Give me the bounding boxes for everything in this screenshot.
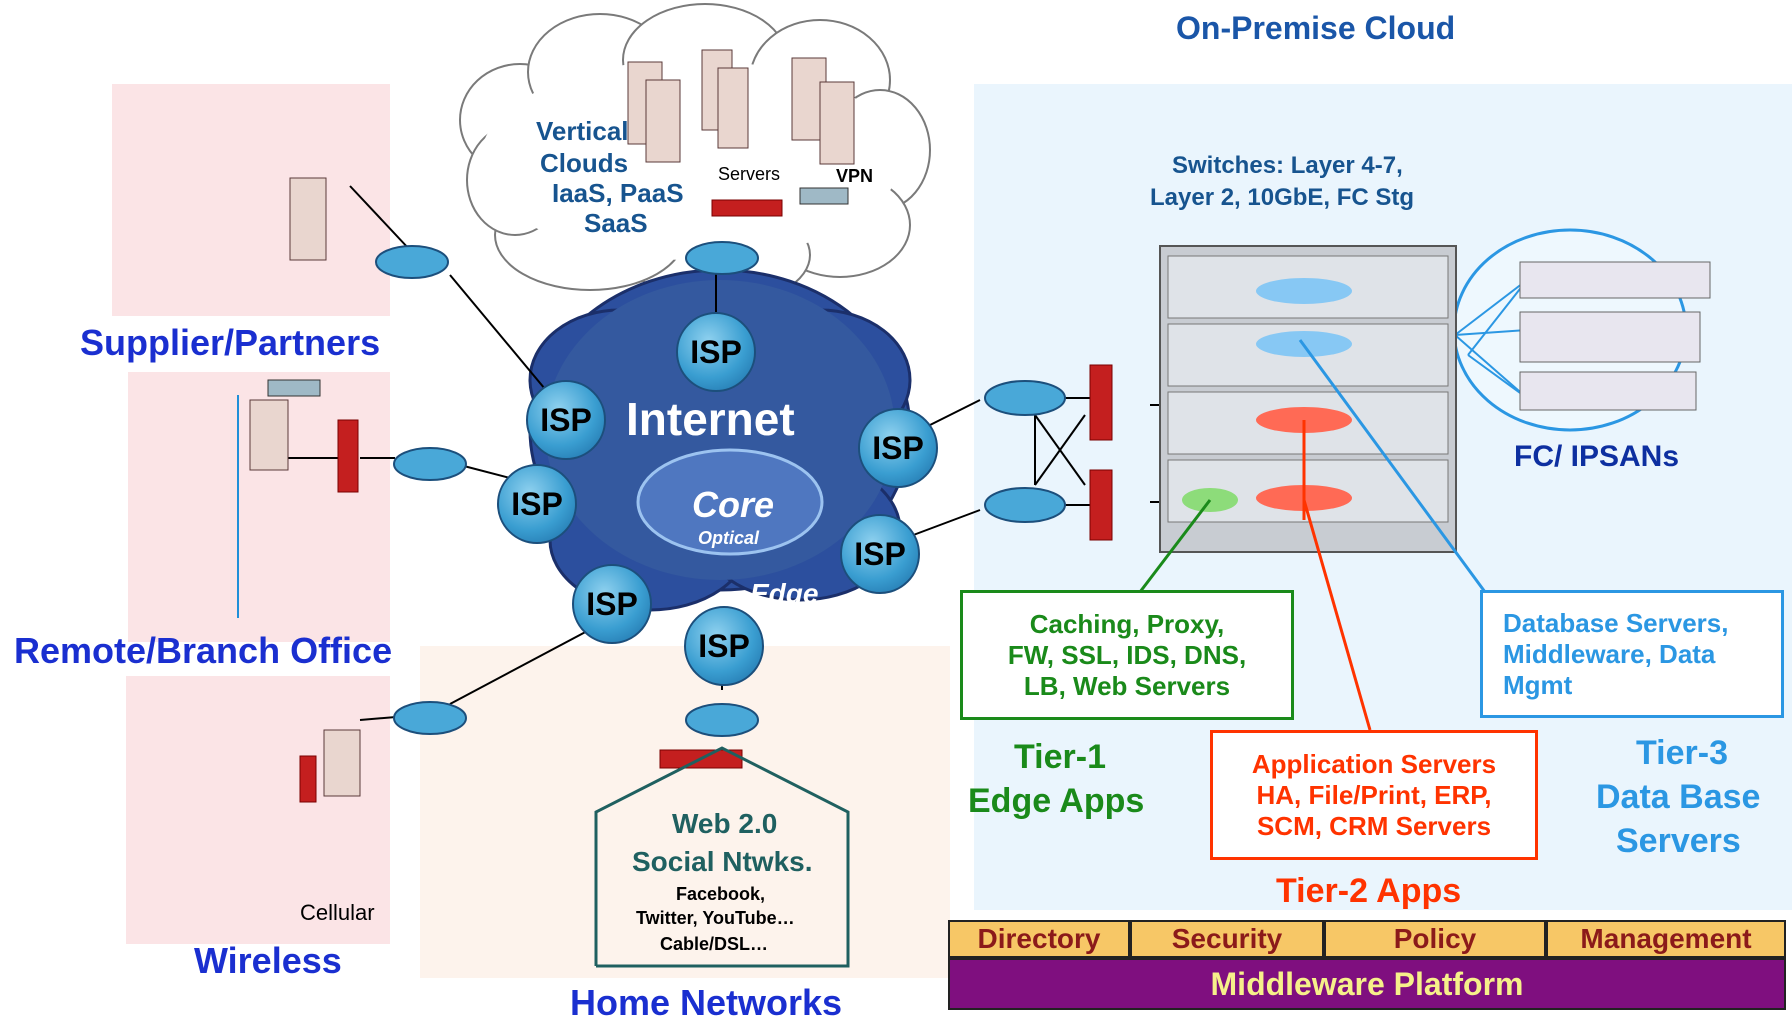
isp-node-left-top[interactable]: ISP (526, 380, 606, 460)
tier2-label: Tier-2 Apps (1276, 872, 1462, 910)
isp-node-right-top[interactable]: ISP (858, 408, 938, 488)
vertical-clouds-line4: SaaS (584, 208, 648, 238)
vpn-label: VPN (836, 166, 874, 186)
isp-node-left[interactable]: ISP (497, 464, 577, 544)
vertical-clouds-line1: Vertical (536, 116, 629, 146)
wireless-panel (126, 676, 390, 944)
tier3-box-line3: Mgmt (1503, 669, 1573, 700)
supplier-partners-label: Supplier/Partners (80, 322, 381, 363)
tier3-label3: Servers (1616, 822, 1741, 860)
middleware-directory[interactable]: Directory (948, 920, 1130, 958)
tier3-label2: Data Base (1596, 778, 1761, 816)
home-line2: Social Ntwks. (632, 846, 813, 877)
tier2-box-line1: Application Servers (1251, 748, 1497, 779)
san-label: FC/ IPSANs (1514, 440, 1680, 473)
cellular-label: Cellular (300, 900, 375, 925)
servers-label: Servers (718, 164, 781, 184)
home-networks-label: Home Networks (570, 982, 843, 1023)
switches-line2: Layer 2, 10GbE, FC Stg (1150, 184, 1415, 211)
on-premise-title: On-Premise Cloud (1176, 10, 1456, 46)
tier1-box: Caching, Proxy, FW, SSL, IDS, DNS, LB, W… (960, 590, 1294, 720)
switches-line1: Switches: Layer 4-7, (1172, 152, 1403, 179)
core-label: Core (692, 484, 775, 525)
tier3-box-line1: Database Servers, (1503, 607, 1729, 638)
home-line5: Cable/DSL… (660, 934, 769, 954)
internet-label: Internet (626, 393, 795, 445)
tier1-box-line2: FW, SSL, IDS, DNS, (1007, 639, 1247, 670)
home-line3: Facebook, (676, 884, 766, 904)
isp-node-right[interactable]: ISP (840, 514, 920, 594)
home-line4: Twitter, YouTube… (636, 908, 795, 928)
router-icons (375, 241, 1066, 737)
tier3-box: Database Servers, Middleware, Data Mgmt (1480, 590, 1784, 718)
tier2-box-line3: SCM, CRM Servers (1256, 810, 1492, 841)
switch-l7-top (1256, 278, 1352, 304)
wireless-label: Wireless (194, 940, 342, 981)
middleware-platform-label: Middleware Platform (1210, 965, 1524, 1002)
supplier-panel (112, 84, 390, 316)
tier3-label1: Tier-3 (1636, 734, 1728, 772)
vertical-clouds-line3: IaaS, PaaS (552, 178, 684, 208)
home-line1: Web 2.0 (672, 808, 778, 839)
isp-node-top[interactable]: ISP (676, 312, 756, 392)
home-panel (420, 646, 950, 978)
middleware-policy[interactable]: Policy (1324, 920, 1546, 958)
remote-branch-label: Remote/Branch Office (14, 630, 393, 671)
tier1-label1: Tier-1 (1014, 738, 1106, 776)
tier3-box-line2: Middleware, Data (1503, 638, 1716, 669)
home-house-outline (594, 746, 850, 968)
edge-label: Edge (750, 578, 819, 609)
tier1-box-line3: LB, Web Servers (1023, 670, 1231, 701)
tier2-box: Application Servers HA, File/Print, ERP,… (1210, 730, 1538, 860)
middleware-management[interactable]: Management (1546, 920, 1786, 958)
tier2-box-line2: HA, File/Print, ERP, (1256, 779, 1492, 810)
core-optical-ring (636, 448, 824, 556)
isp-node-bottom[interactable]: ISP (684, 606, 764, 686)
tier1-label2: Edge Apps (968, 782, 1145, 820)
vertical-clouds-line2: Clouds (540, 148, 629, 178)
middleware-platform-bar: Middleware Platform (948, 958, 1786, 1010)
isp-node-bottom-left[interactable]: ISP (572, 564, 652, 644)
middleware-security[interactable]: Security (1130, 920, 1324, 958)
optical-label: Optical (698, 528, 760, 548)
tier1-box-line1: Caching, Proxy, (1029, 608, 1225, 639)
